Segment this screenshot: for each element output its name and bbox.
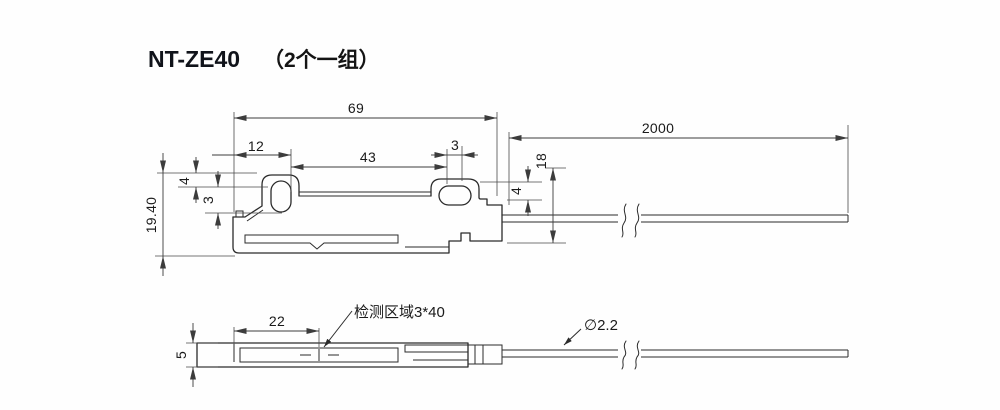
bottom-groove — [244, 234, 399, 250]
top-view-left-tab — [232, 174, 300, 218]
top-view-body-outline — [232, 214, 503, 254]
drawing-title: NT-ZE40 （2个一组） — [148, 46, 380, 72]
dim-22: 22 — [269, 313, 285, 329]
dim-3-top: 3 — [451, 137, 459, 153]
cable-top-view — [502, 214, 849, 223]
cable-diameter-label: ∅2.2 — [584, 317, 618, 334]
dim-2000: 2000 — [642, 120, 674, 136]
top-view-dimensions: 69 2000 12 43 3 19.40 4 3 — [143, 100, 849, 276]
dim-12: 12 — [248, 138, 264, 154]
left-mounting-slot — [270, 180, 292, 213]
detection-window — [239, 347, 399, 363]
group-note: （2个一组） — [263, 48, 380, 72]
ext-lines-22 — [233, 327, 320, 347]
dim-left-4: 4 — [176, 177, 192, 185]
side-top-slot — [404, 344, 469, 353]
ext-lines-5 — [186, 342, 218, 368]
cable-diameter-leader — [563, 328, 582, 346]
dim-19-40: 19.40 — [143, 197, 159, 234]
ext-lines-18 — [507, 167, 566, 244]
dim-5: 5 — [173, 351, 189, 359]
cable-break-top-view — [621, 203, 640, 238]
ext-lines-1940 — [155, 172, 257, 257]
side-view — [196, 340, 849, 370]
dim-18: 18 — [533, 153, 549, 169]
strain-relief-lines — [474, 345, 484, 364]
top-view — [232, 174, 849, 254]
top-edge-lines — [299, 191, 431, 197]
dim-69: 69 — [348, 100, 364, 116]
ext-lines-right4 — [480, 181, 542, 201]
dim-43: 43 — [360, 149, 376, 165]
dim-left-3: 3 — [200, 196, 216, 204]
model-number: NT-ZE40 — [148, 46, 240, 72]
detection-area-label: 检测区域3*40 — [354, 304, 445, 321]
top-view-latch-detail — [235, 209, 264, 222]
cable-break-side-view — [621, 340, 640, 370]
right-mounting-slot — [438, 185, 472, 206]
strain-relief-block — [467, 344, 503, 365]
center-mark — [300, 349, 339, 361]
top-view-right-tab — [430, 178, 503, 216]
ext-lines-2000 — [508, 125, 849, 213]
dim-right-4: 4 — [508, 187, 524, 195]
detection-area-leader — [323, 310, 353, 348]
cable-side-view — [502, 349, 849, 358]
side-view-dimensions: 5 22 检测区域3*40 ∅2.2 — [173, 304, 618, 387]
